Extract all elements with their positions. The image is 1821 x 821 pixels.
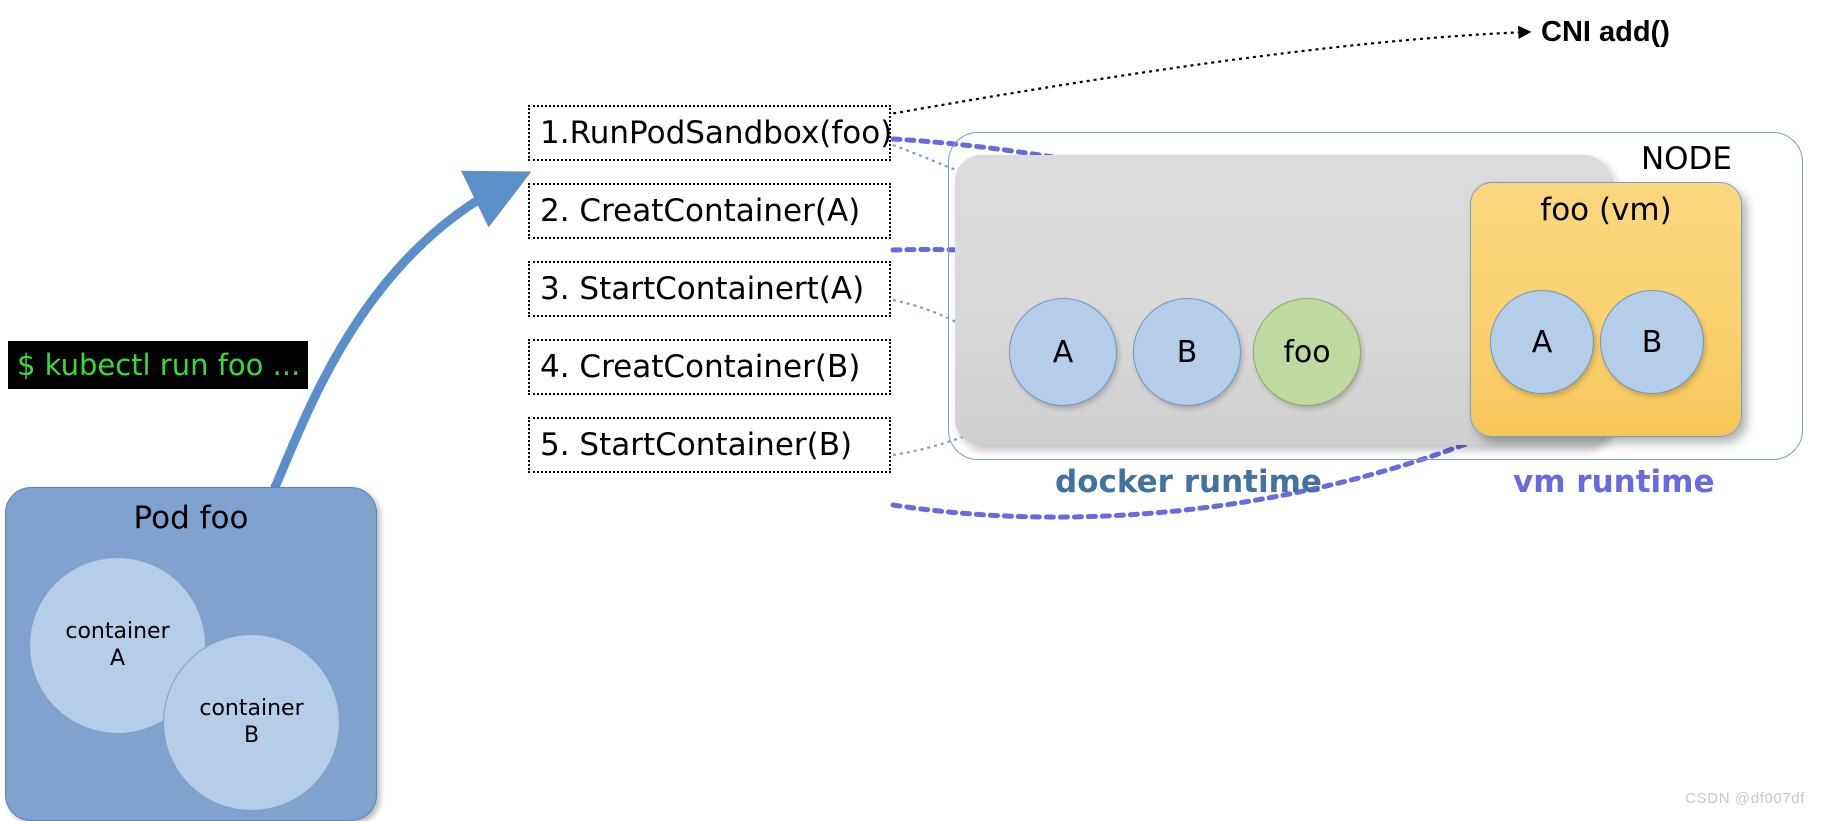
docker-container-a-label: A	[1052, 334, 1074, 370]
arrow-step1-to-cni	[844, 25, 1532, 124]
step-item-3: 3. StartContainert(A)	[528, 261, 891, 317]
pod-container-a: container A	[29, 557, 206, 734]
step-label-1: 1.RunPodSandbox(foo)	[540, 115, 893, 151]
vm-container-b: B	[1600, 290, 1704, 394]
step-label-3: 3. StartContainert(A)	[540, 271, 865, 307]
step-item-1: 1.RunPodSandbox(foo)	[528, 105, 893, 161]
step-label-2: 2. CreatContainer(A)	[540, 193, 861, 229]
watermark: CSDN @df007df	[1685, 790, 1805, 807]
vm-box-title: foo (vm)	[1540, 192, 1672, 228]
vm-container-b-label: B	[1641, 324, 1663, 360]
step-item-4: 4. CreatContainer(B)	[528, 339, 891, 395]
pod-container-a-line2: A	[109, 645, 126, 671]
step-item-5: 5. StartContainer(B)	[528, 417, 891, 473]
pod-foo-box: Pod foo container A container B	[5, 487, 377, 821]
cni-add-label: CNI add()	[1541, 16, 1670, 48]
step-item-2: 2. CreatContainer(A)	[528, 183, 891, 239]
docker-container-b: B	[1133, 298, 1241, 406]
terminal-command-text: $ kubectl run foo ...	[17, 347, 301, 382]
node-label: NODE	[1640, 141, 1732, 177]
pod-container-b-line2: B	[243, 722, 260, 748]
cri-step-list: 1.RunPodSandbox(foo) 2. CreatContainer(A…	[528, 105, 893, 473]
vm-container-a: A	[1490, 290, 1594, 394]
pod-container-b: container B	[163, 634, 340, 811]
docker-container-b-label: B	[1176, 334, 1198, 370]
docker-sandbox-foo-label: foo	[1283, 334, 1331, 370]
pod-title: Pod foo	[133, 500, 249, 536]
step-label-4: 4. CreatContainer(B)	[540, 349, 861, 385]
arrow-pod-to-steps	[270, 170, 532, 492]
vm-container-a-label: A	[1531, 324, 1553, 360]
step-label-5: 5. StartContainer(B)	[540, 427, 853, 463]
pod-container-b-line1: container	[199, 695, 304, 721]
docker-sandbox-foo: foo	[1253, 298, 1361, 406]
node-box: NODE	[948, 132, 1803, 460]
pod-container-a-line1: container	[65, 618, 170, 644]
docker-container-a: A	[1009, 298, 1117, 406]
terminal-command-box: $ kubectl run foo ...	[8, 341, 308, 389]
docker-runtime-label: docker runtime	[1055, 464, 1322, 500]
vm-runtime-label: vm runtime	[1513, 464, 1715, 500]
